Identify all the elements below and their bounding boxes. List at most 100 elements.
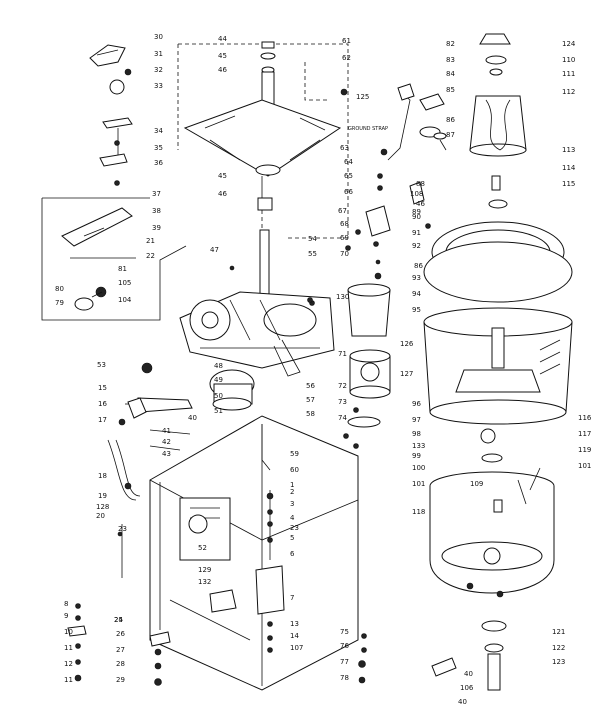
part-callout-c66: 66 bbox=[344, 188, 353, 196]
part-callout-c45b: 45 bbox=[218, 172, 227, 180]
part-callout-c29: 29 bbox=[116, 676, 125, 684]
part-callout-c105: 105 bbox=[118, 279, 131, 287]
part-callout-c45: 45 bbox=[218, 52, 227, 60]
part-callout-c122: 122 bbox=[552, 644, 565, 652]
part-callout-c76: 76 bbox=[340, 642, 349, 650]
part-callout-c132: 132 bbox=[198, 578, 211, 586]
part-callout-c96: 96 bbox=[412, 400, 421, 408]
part-callout-c121: 121 bbox=[552, 628, 565, 636]
center-column bbox=[307, 83, 447, 449]
part-callout-c46b: 46 bbox=[218, 190, 227, 198]
part-callout-c58: 58 bbox=[306, 410, 315, 418]
part-callout-c111: 111 bbox=[562, 70, 575, 78]
part-callout-c99: 99 bbox=[412, 452, 421, 460]
part-callout-c71: 71 bbox=[338, 350, 347, 358]
part-callout-c97: 97 bbox=[412, 416, 421, 424]
gearcase bbox=[179, 265, 335, 369]
part-callout-c87: 87 bbox=[446, 131, 455, 139]
part-callout-c40c: 40 bbox=[458, 698, 467, 706]
part-callout-c21: 21 bbox=[146, 237, 155, 245]
part-callout-c18: 18 bbox=[98, 472, 107, 480]
part-callout-c50: 50 bbox=[214, 392, 223, 400]
ground-strap-note: GROUND STRAP bbox=[348, 126, 388, 132]
part-callout-c114: 114 bbox=[562, 164, 576, 172]
part-callout-c27: 27 bbox=[116, 646, 125, 654]
part-callout-c26: 26 bbox=[116, 630, 125, 638]
part-callout-c64: 64 bbox=[344, 158, 353, 166]
part-callout-c49: 49 bbox=[214, 376, 223, 384]
part-callout-c38: 38 bbox=[152, 207, 161, 215]
part-callout-c70: 70 bbox=[340, 250, 349, 258]
part-callout-c4: 4 bbox=[290, 514, 295, 522]
part-callout-c25: 25 bbox=[114, 616, 123, 624]
part-callout-c30: 30 bbox=[154, 33, 163, 41]
part-callout-c81: 81 bbox=[118, 265, 127, 273]
part-callout-c63: 63 bbox=[340, 144, 349, 152]
top-left-parts bbox=[89, 44, 133, 186]
part-callout-c130: 130 bbox=[336, 293, 349, 301]
outer-tub bbox=[429, 428, 555, 598]
part-callout-c94: 94 bbox=[412, 290, 421, 298]
part-callout-c79: 79 bbox=[55, 299, 64, 307]
part-callout-c35: 35 bbox=[154, 144, 163, 152]
part-callout-c17: 17 bbox=[98, 416, 107, 424]
part-callout-c34: 34 bbox=[154, 127, 163, 135]
part-callout-c127: 127 bbox=[400, 370, 413, 378]
part-callout-c119: 119 bbox=[578, 446, 591, 454]
part-callout-c22: 22 bbox=[146, 252, 155, 260]
left-hoses bbox=[107, 397, 191, 578]
part-callout-c46c: 46 bbox=[416, 200, 425, 208]
part-callout-c19: 19 bbox=[98, 492, 107, 500]
part-callout-c95: 95 bbox=[412, 306, 421, 314]
part-callout-c46: 46 bbox=[218, 66, 227, 74]
part-callout-c5: 5 bbox=[290, 534, 294, 542]
part-callout-c32: 32 bbox=[154, 66, 163, 74]
part-callout-c107: 107 bbox=[290, 644, 303, 652]
part-callout-c51: 51 bbox=[214, 407, 223, 415]
part-callout-c72: 72 bbox=[338, 382, 347, 390]
part-callout-c125: 125 bbox=[356, 93, 369, 101]
part-callout-c68: 68 bbox=[340, 220, 349, 228]
part-callout-c48: 48 bbox=[214, 362, 223, 370]
part-callout-c91: 91 bbox=[412, 229, 421, 237]
part-callout-c104: 104 bbox=[118, 296, 132, 304]
part-callout-c89: 89 bbox=[412, 208, 421, 216]
part-callout-c2: 2 bbox=[290, 488, 294, 496]
part-callout-c56: 56 bbox=[306, 382, 315, 390]
part-callout-c31: 31 bbox=[154, 50, 163, 58]
part-callout-c115: 115 bbox=[562, 180, 575, 188]
part-callout-c93: 93 bbox=[412, 274, 421, 282]
part-callout-c14: 14 bbox=[290, 632, 299, 640]
cabinet bbox=[149, 415, 359, 691]
part-callout-c124: 124 bbox=[562, 40, 576, 48]
part-callout-c84: 84 bbox=[446, 70, 455, 78]
part-callout-c82: 82 bbox=[446, 40, 455, 48]
part-callout-c11: 11 bbox=[64, 644, 73, 652]
part-callout-c108: 108 bbox=[410, 190, 423, 198]
part-callout-c60: 60 bbox=[290, 466, 299, 474]
part-callout-c78: 78 bbox=[340, 674, 349, 682]
bottom-left-hardware bbox=[67, 603, 171, 686]
part-callout-c37: 37 bbox=[152, 190, 161, 198]
part-callout-c59: 59 bbox=[290, 450, 299, 458]
part-callout-c43: 43 bbox=[162, 450, 171, 458]
part-callout-c88: 88 bbox=[416, 180, 425, 188]
part-callout-c52: 52 bbox=[198, 544, 207, 552]
part-callout-c101b: 101 bbox=[578, 462, 591, 470]
part-callout-c15: 15 bbox=[98, 384, 107, 392]
part-callout-c28: 28 bbox=[116, 660, 125, 668]
part-callout-c36: 36 bbox=[154, 159, 163, 167]
part-callout-c20: 20 bbox=[96, 512, 105, 520]
part-callout-c65: 65 bbox=[344, 172, 353, 180]
part-callout-c54: 54 bbox=[308, 235, 317, 243]
part-callout-c110: 110 bbox=[562, 56, 575, 64]
left-inset-box bbox=[41, 197, 187, 321]
part-callout-c39: 39 bbox=[152, 224, 161, 232]
part-callout-c90: 90 bbox=[412, 213, 421, 221]
agitator bbox=[469, 33, 527, 209]
part-callout-c13: 13 bbox=[290, 620, 299, 628]
part-callout-c74: 74 bbox=[338, 414, 347, 422]
